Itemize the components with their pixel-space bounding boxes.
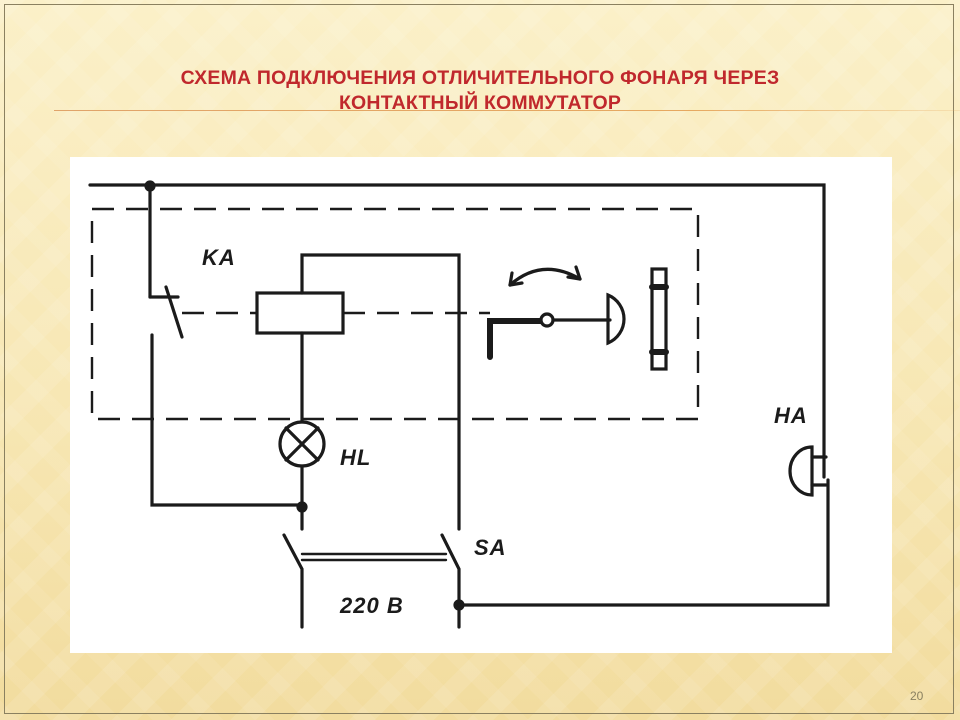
title-underline bbox=[54, 110, 960, 111]
label-voltage: 220 В bbox=[340, 593, 404, 618]
circuit-svg bbox=[88, 180, 830, 629]
buzzer-ha bbox=[788, 445, 814, 497]
mechanism-arrow-right bbox=[566, 265, 582, 281]
label-relay-ka: KA bbox=[202, 245, 236, 270]
wire-bottom-return bbox=[457, 478, 830, 607]
slide-frame bbox=[4, 4, 954, 714]
lamp-cross bbox=[284, 426, 320, 462]
switch-link bbox=[300, 552, 448, 562]
label-switch-sa: SA bbox=[474, 535, 507, 560]
page-number: 20 bbox=[910, 689, 924, 703]
buzzer-stem bbox=[810, 455, 828, 487]
dashed-enclosure bbox=[90, 207, 700, 421]
wire-contact-lower bbox=[150, 333, 304, 507]
switch-pole-left bbox=[282, 533, 304, 629]
relay-contact bbox=[148, 285, 184, 339]
mechanism-lever bbox=[487, 318, 545, 360]
wire-coil-top bbox=[300, 253, 461, 531]
mechanism-plate-bars bbox=[649, 284, 669, 355]
circuit-diagram: KA HL HA SA 220 В bbox=[70, 157, 892, 653]
slide-title: СХЕМА ПОДКЛЮЧЕНИЯ ОТЛИЧИТЕЛЬНОГО ФОНАРЯ … bbox=[60, 66, 900, 116]
title-line-1: СХЕМА ПОДКЛЮЧЕНИЯ ОТЛИЧИТЕЛЬНОГО ФОНАРЯ … bbox=[180, 67, 780, 89]
wire-top-supply bbox=[88, 183, 826, 479]
mechanism-head bbox=[606, 292, 626, 346]
junction-lamp bbox=[296, 501, 308, 513]
relay-coil bbox=[255, 291, 345, 335]
mechanism-arc bbox=[508, 267, 582, 287]
mechanism-plate bbox=[650, 267, 668, 371]
title-line-2: КОНТАКТНЫЙ КОММУТАТОР bbox=[338, 92, 622, 114]
mechanism-arrow-left bbox=[508, 271, 524, 287]
mechanism-pivot bbox=[539, 312, 555, 328]
label-lamp-hl: HL bbox=[340, 445, 372, 470]
switch-pole-right bbox=[440, 533, 461, 629]
label-buzzer-ha: HA bbox=[774, 403, 808, 428]
